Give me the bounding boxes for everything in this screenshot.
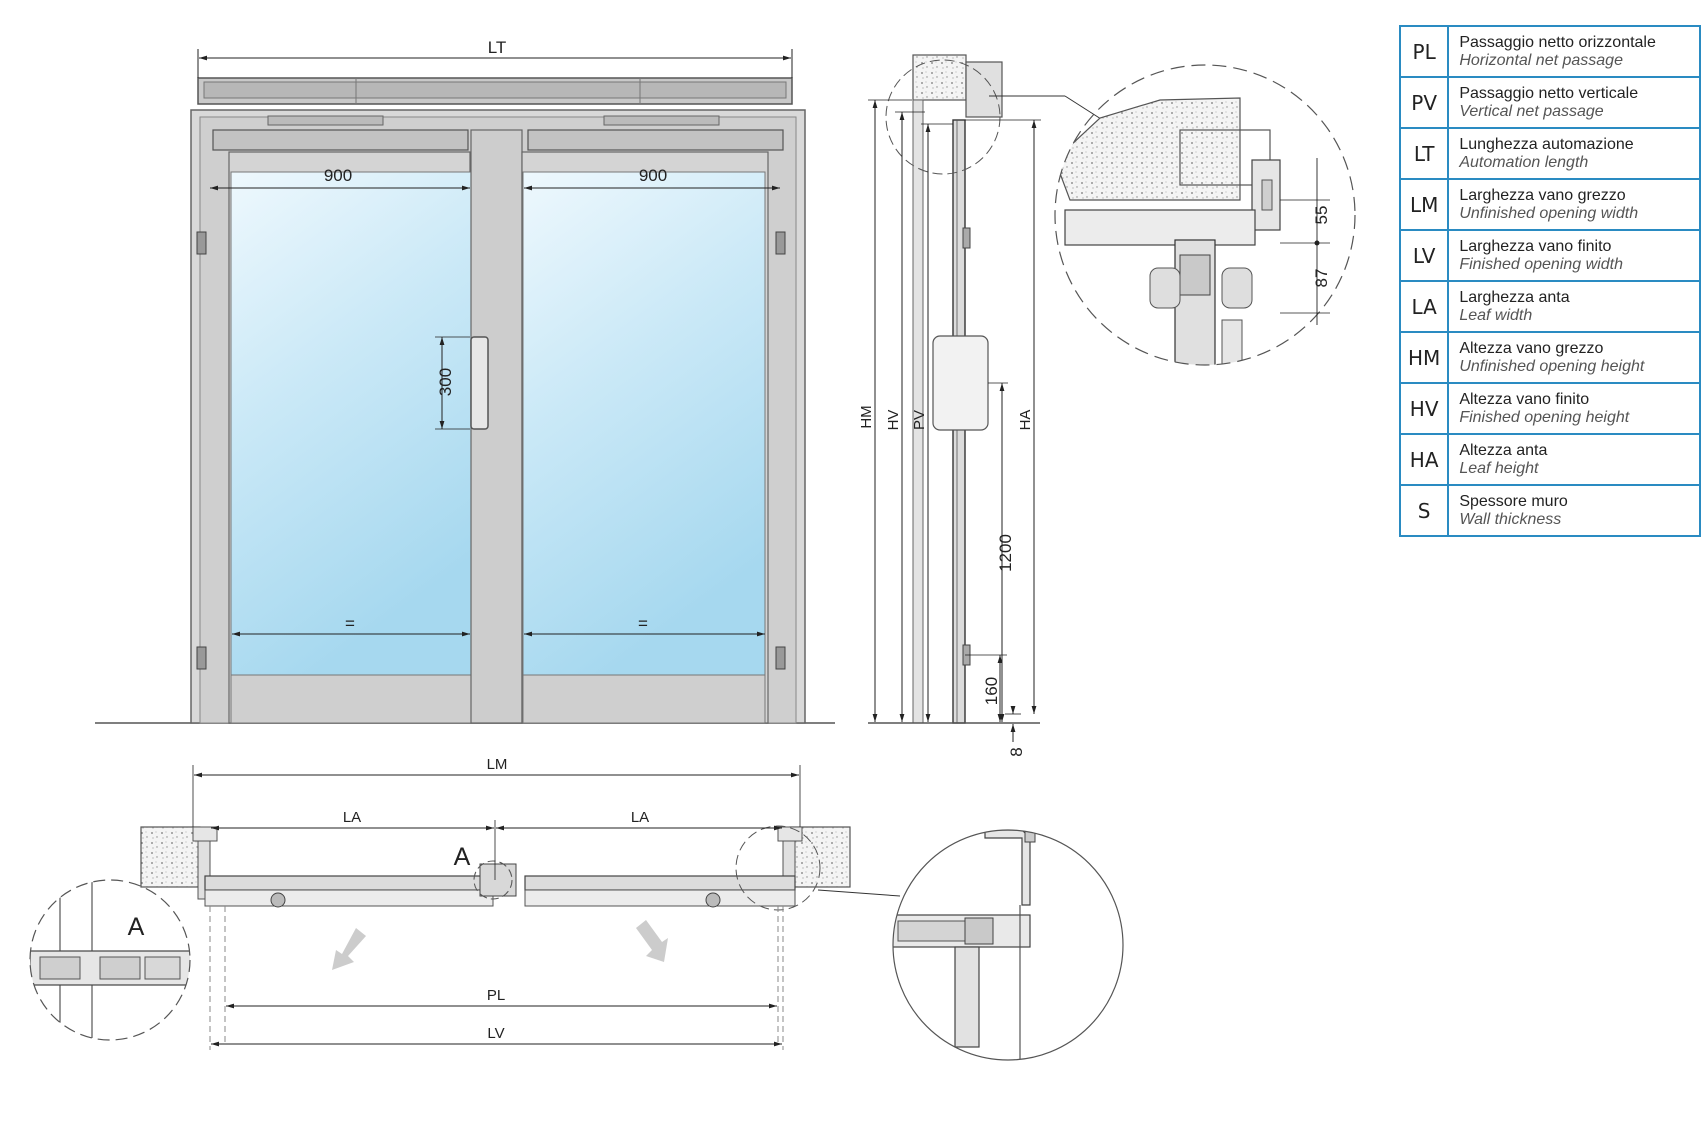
legend-italian-text: Lunghezza automazione [1459,135,1634,153]
legend-italian-text: Spessore muro [1459,492,1568,510]
open-direction-right-arrow [636,920,668,962]
jamb-detail [817,829,1124,1061]
hm-label: HM [858,405,875,428]
detail-a-title: A [128,913,145,941]
hv-label: HV [885,410,902,431]
legend-english-text: Finished opening height [1459,408,1630,426]
kick-plate-label: 160 [982,677,1001,705]
door-handle [470,336,489,430]
legend-code: LV [1398,229,1450,282]
lm-label: LM [487,756,508,773]
legend-code: PV [1398,76,1450,129]
legend-english-text: Horizontal net passage [1459,51,1623,69]
legend-italian-text: Larghezza vano finito [1459,237,1612,255]
legend-english-text: Leaf height [1459,459,1539,477]
lt-label: LT [488,38,507,57]
legend-english-text: Leaf width [1459,306,1533,324]
legend-english-text: Unfinished opening height [1459,357,1645,375]
right-equal-label: = [638,614,648,633]
legend-italian-text: Larghezza vano grezzo [1459,186,1626,204]
legend-italian-text: Passaggio netto orizzontale [1459,33,1656,51]
floor-gap-label: 8 [1007,747,1026,756]
legend-code: LT [1398,127,1450,180]
pl-label: PL [487,987,505,1004]
legend-italian-text: Altezza vano finito [1459,390,1590,408]
legend-code: HM [1398,331,1450,384]
legend-code: PL [1398,25,1450,78]
left-equal-label: = [345,614,355,633]
ha-label: HA [1017,410,1034,431]
legend-italian-text: Altezza vano grezzo [1459,339,1604,357]
handle-height-label: 300 [436,368,455,396]
legend-english-text: Wall thickness [1459,510,1562,528]
legend-code: HA [1398,433,1450,486]
legend-italian-text: Larghezza anta [1459,288,1570,306]
legend-english-text: Vertical net passage [1459,102,1604,120]
legend-code: LA [1398,280,1450,333]
top-detail: 55 87 [989,64,1356,366]
legend-code: LM [1398,178,1450,231]
legend-italian-text: Passaggio netto verticale [1459,84,1639,102]
open-direction-left-arrow [332,928,366,970]
pv-label: PV [911,410,928,430]
detail-a: A [29,879,191,1041]
left-leaf-width-label: 900 [324,166,352,185]
dim-55-label: 55 [1312,206,1331,225]
detail-a-marker: A [454,843,471,871]
plan-view: LM LA LA A PL LV [140,756,851,1050]
dim-87-label: 87 [1312,269,1331,288]
legend-italian-text: Altezza anta [1459,441,1548,459]
la-right-label: LA [631,809,649,826]
la-left-label: LA [343,809,361,826]
handle-from-floor-label: 1200 [996,534,1015,572]
legend-code: HV [1398,382,1450,435]
right-leaf-width-label: 900 [639,166,667,185]
legend-english-text: Finished opening width [1459,255,1623,273]
legend-english-text: Automation length [1459,153,1589,171]
legend-code: S [1398,484,1450,537]
lv-label: LV [487,1025,504,1042]
side-section: HM HV PV HA 1200 160 8 [858,54,1041,757]
front-elevation: LT 900 900 300 = = [95,38,835,724]
legend-english-text: Unfinished opening width [1459,204,1639,222]
